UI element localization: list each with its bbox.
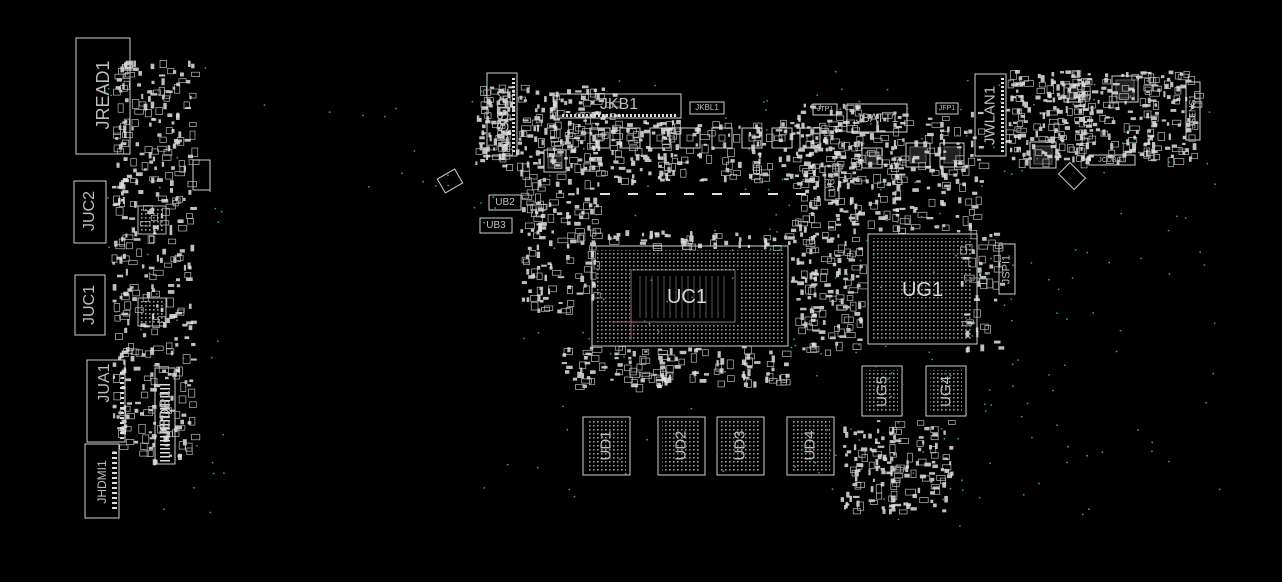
ud4-package[interactable] [786, 416, 835, 476]
label-jsens1[interactable]: JSENS1 [1187, 94, 1198, 129]
label-jedp1[interactable]: JEDP1 [156, 390, 174, 437]
jkbl1-outline[interactable] [689, 101, 725, 115]
jspi1-outline[interactable] [998, 243, 1016, 295]
label-ug6[interactable]: UG6 [826, 173, 837, 192]
label-jhdmi1[interactable]: JHDMI1 [95, 460, 109, 504]
juc1-controller-chip [137, 297, 167, 327]
jua1-outline[interactable] [86, 359, 126, 443]
juc2-controller-chip [137, 205, 167, 235]
juc2-outline[interactable] [73, 180, 107, 244]
vias [103, 67, 1221, 527]
label-jread1[interactable]: JREAD1 [93, 60, 113, 130]
label-jfp1[interactable]: JFP1 [938, 105, 956, 112]
label-jcdbg1[interactable]: JCDBG1 [1098, 157, 1126, 164]
bga-packages [137, 205, 978, 476]
jwlan1-outline[interactable] [974, 73, 1007, 157]
ud3-package[interactable] [716, 416, 765, 476]
label-jssd1[interactable]: JSSD1 [493, 88, 513, 141]
label-ud2[interactable]: UD2 [672, 430, 690, 461]
label-ud1[interactable]: UD1 [597, 430, 615, 461]
label-juc2[interactable]: JUC2 [81, 191, 98, 232]
jbatt1-outline[interactable] [846, 103, 908, 133]
label-jua1[interactable]: JUA1 [96, 363, 113, 403]
label-jkbl1[interactable]: JKBL1 [695, 103, 719, 112]
label-uc1[interactable]: UC1 [666, 286, 707, 308]
ud2-package[interactable] [657, 416, 706, 476]
label-ud4[interactable]: UD4 [801, 430, 819, 461]
label-ub2[interactable]: UB2 [495, 197, 515, 208]
jread1-outline[interactable] [75, 37, 131, 155]
ub2-outline[interactable] [488, 194, 522, 211]
label-ug5[interactable]: UG5 [873, 376, 891, 407]
ug5-package[interactable] [861, 365, 903, 417]
ub3-outline[interactable] [479, 217, 513, 234]
rotated-chip-left [436, 168, 464, 194]
jtp1-outline[interactable] [812, 103, 838, 116]
label-jbatt1[interactable]: JBATT1 [855, 111, 899, 125]
juc1-outline[interactable] [74, 274, 106, 336]
label-ud3[interactable]: UD3 [731, 430, 749, 461]
small-components [111, 60, 1204, 515]
ug4-package[interactable] [925, 365, 967, 417]
jhdmi1-outline[interactable] [84, 443, 120, 519]
label-ub3[interactable]: UB3 [486, 220, 506, 231]
label-ug1[interactable]: UG1 [901, 279, 944, 301]
label-jkb1[interactable]: JKB1 [599, 96, 639, 113]
label-jwlan1[interactable]: JWLAN1 [981, 85, 999, 146]
label-jspi1[interactable]: JSPI1 [1000, 254, 1013, 285]
label-jtp1[interactable]: JTP1 [816, 106, 834, 113]
label-ug4[interactable]: UG4 [937, 376, 955, 407]
small-chip-left [192, 159, 211, 191]
ud1-package[interactable] [582, 416, 631, 476]
jfp1-outline[interactable] [935, 102, 959, 115]
jsens1-outline[interactable] [1185, 81, 1201, 141]
label-juc1[interactable]: JUC1 [81, 285, 98, 326]
rotated-chip-right [1057, 161, 1087, 191]
